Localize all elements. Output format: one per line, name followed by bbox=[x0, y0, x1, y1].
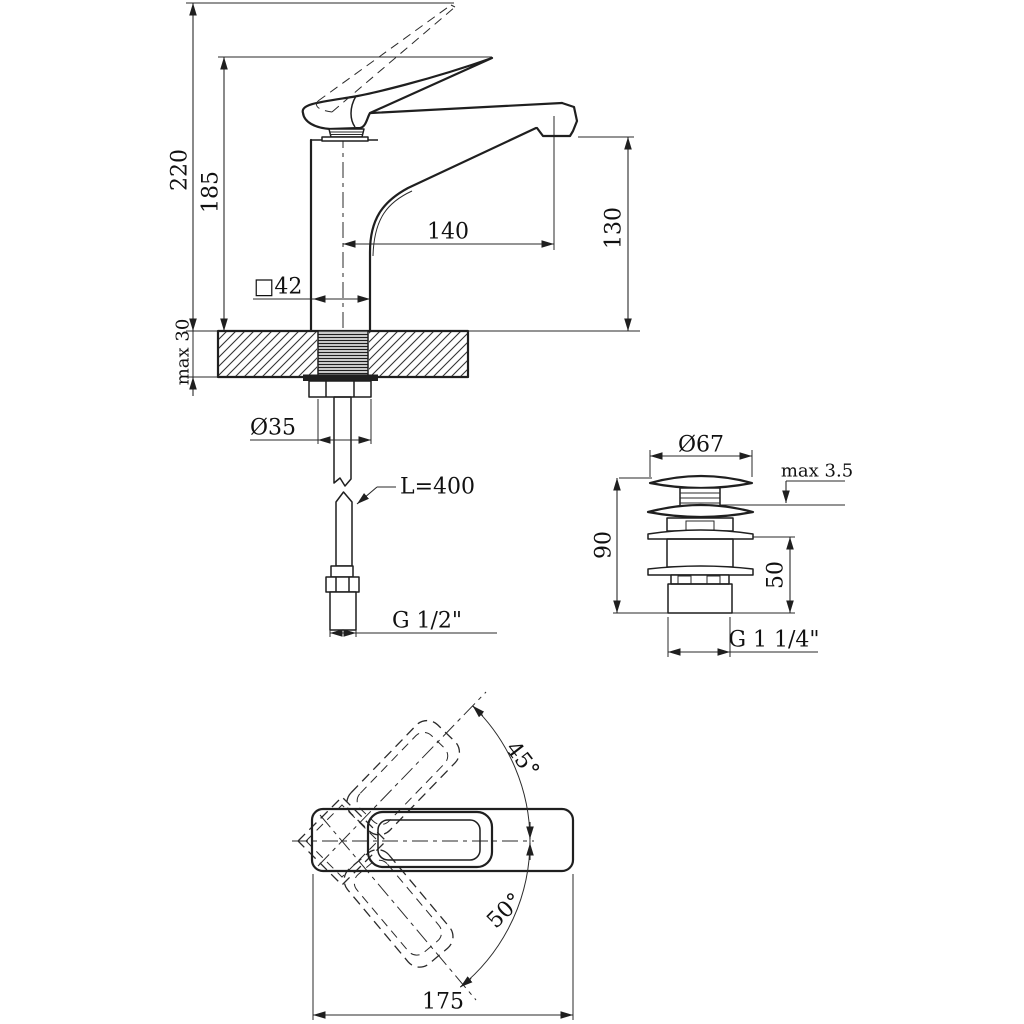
dim-label-d67: Ø67 bbox=[678, 433, 724, 458]
countertop bbox=[216, 329, 640, 379]
dim-label-90: 90 bbox=[592, 531, 617, 559]
drain-thread-lower bbox=[667, 583, 733, 614]
flex-hose bbox=[325, 396, 360, 631]
drain-body bbox=[646, 474, 755, 614]
dim-label-50deg: 50° bbox=[482, 888, 527, 933]
mounting-nut bbox=[308, 380, 372, 398]
dim-label-d35: Ø35 bbox=[250, 416, 296, 441]
body-outline-top bbox=[310, 807, 575, 873]
dim-label-130: 130 bbox=[602, 207, 627, 249]
dim-label-175: 175 bbox=[422, 990, 464, 1015]
dim-label-hose-length: L=400 bbox=[400, 475, 475, 500]
spout-top bbox=[369, 101, 564, 115]
dim-label-square42: □42 bbox=[254, 275, 303, 300]
handle-top-inner bbox=[377, 819, 481, 861]
handle-phantom-up bbox=[346, 719, 461, 836]
hose-fitting bbox=[329, 591, 357, 631]
side-view: 220 185 max 30 140 130 □42 Ø35 L=400 G 1… bbox=[168, 2, 640, 637]
axis-handle-down bbox=[319, 814, 477, 1001]
hose-dimensions bbox=[250, 399, 497, 637]
dim-label-50: 50 bbox=[764, 561, 789, 589]
dim-label-max30: max 30 bbox=[173, 319, 194, 386]
axis-handle-up bbox=[317, 691, 487, 867]
dim-label-140: 140 bbox=[427, 220, 469, 245]
handle-phantom-down bbox=[343, 849, 454, 968]
drain-dimension-lines bbox=[613, 450, 845, 657]
cartridge-cap bbox=[328, 128, 365, 138]
spout-tip bbox=[535, 101, 579, 138]
handle-top-outer bbox=[366, 810, 494, 869]
dim-label-g114: G 1 1/4" bbox=[728, 628, 819, 653]
faucet-body bbox=[309, 101, 579, 333]
handle-side bbox=[301, 56, 494, 142]
drain-thread-upper bbox=[666, 538, 734, 568]
top-dimension-lines bbox=[312, 874, 574, 1020]
washer bbox=[303, 374, 378, 381]
dim-label-185: 185 bbox=[199, 171, 224, 213]
hose-nut bbox=[325, 576, 360, 593]
drain-cap bbox=[648, 474, 754, 490]
base-diamond bbox=[297, 796, 387, 886]
dim-label-45deg: 45° bbox=[500, 737, 544, 783]
dim-label-max35: max 3.5 bbox=[781, 461, 853, 482]
mounting-shank bbox=[303, 330, 378, 398]
dim-label-220: 220 bbox=[168, 149, 193, 191]
handle-raised-phantom bbox=[316, 4, 456, 113]
drain-flange-top bbox=[646, 503, 755, 519]
side-dimension-lines bbox=[186, 2, 634, 396]
drain-view: Ø67 max 3.5 90 50 G 1 1/4" bbox=[592, 433, 853, 657]
dim-label-g12: G 1/2" bbox=[392, 609, 462, 634]
top-view: 45° 50° 175 bbox=[292, 691, 575, 1020]
swing-arc bbox=[459, 705, 534, 988]
